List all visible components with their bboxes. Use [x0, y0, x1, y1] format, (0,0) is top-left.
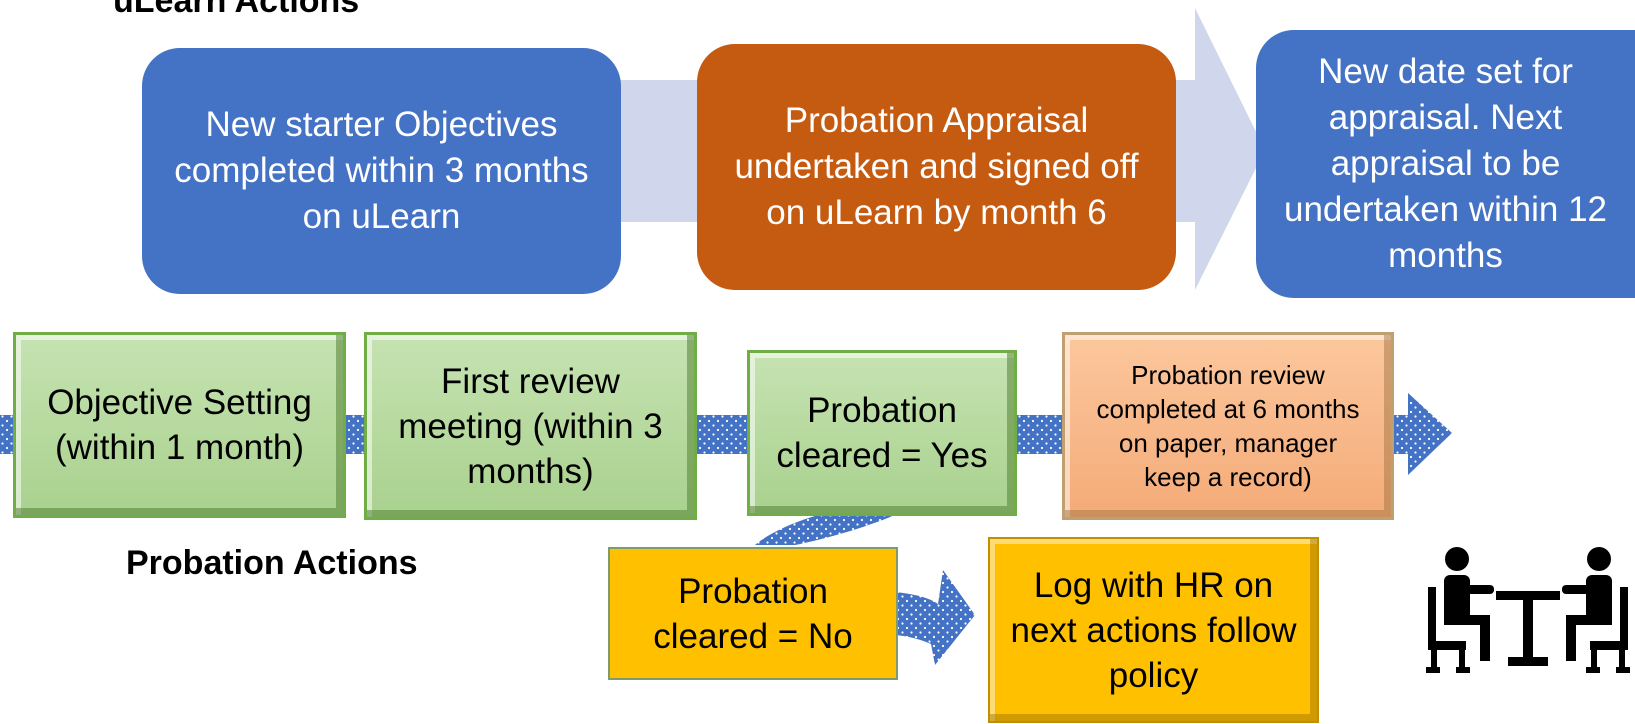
probation-step-review-completed-text: Probation review completed at 6 months o… [1096, 360, 1360, 492]
probation-step-first-review-text: First review meeting (within 3 months) [398, 361, 663, 491]
probation-step-first-review: First review meeting (within 3 months) [364, 332, 697, 520]
ulearn-step-appraisal: Probation Appraisal undertaken and signe… [697, 44, 1176, 290]
probation-step-objective-setting-text: Objective Setting (within 1 month) [47, 383, 312, 467]
log-with-hr-text: Log with HR on next actions follow polic… [1010, 565, 1297, 695]
probation-cleared-no-box: Probation cleared = No [608, 547, 898, 680]
meeting-icon [1426, 547, 1630, 673]
probation-step-cleared-yes: Probation cleared = Yes [747, 350, 1017, 516]
ulearn-step-objectives: New starter Objectives completed within … [142, 48, 621, 294]
ulearn-step-new-date: New date set for appraisal. Next apprais… [1256, 30, 1635, 298]
ulearn-step-objectives-text: New starter Objectives completed within … [174, 105, 589, 236]
probation-cleared-no-text: Probation cleared = No [653, 571, 853, 656]
ulearn-step-new-date-text: New date set for appraisal. Next apprais… [1284, 52, 1607, 275]
no-to-hr-arrow [895, 570, 975, 665]
probation-step-review-completed: Probation review completed at 6 months o… [1062, 332, 1394, 520]
probation-step-objective-setting: Objective Setting (within 1 month) [13, 332, 346, 518]
probation-actions-heading: Probation Actions [126, 544, 418, 582]
probation-step-cleared-yes-text: Probation cleared = Yes [776, 391, 988, 475]
ulearn-step-appraisal-text: Probation Appraisal undertaken and signe… [734, 101, 1139, 232]
log-with-hr-box: Log with HR on next actions follow polic… [988, 537, 1319, 723]
probation-flow-arrow [0, 393, 1452, 475]
ulearn-actions-heading: uLearn Actions [113, 0, 360, 20]
